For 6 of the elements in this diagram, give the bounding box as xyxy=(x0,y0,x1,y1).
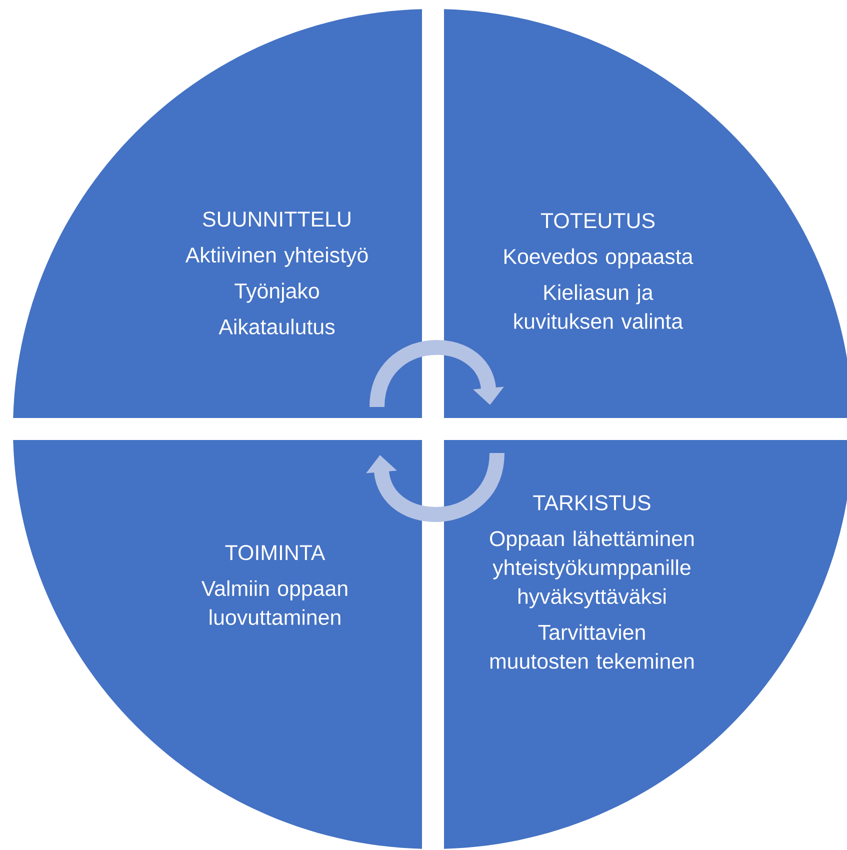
quadrant-sector: TARKISTUS Oppaan lähettäminen yhteistyökumppanille hyväksyttäväksi Tarvittavien muutosten tekeminen xyxy=(444,440,847,849)
curved-arrow xyxy=(366,452,504,522)
curved-arrow xyxy=(370,340,504,408)
quadrant-sector: TOIMINTA Valmiin oppaan luovuttaminen xyxy=(13,440,422,849)
quadrant-sector: SUUNNITTELU Aktiivinen yhteistyö Työnjako Aikataulutus xyxy=(13,9,422,418)
quadrant-sector: TOTEUTUS Koevedos oppaasta Kieliasun ja kuvituksen valinta xyxy=(444,9,847,418)
